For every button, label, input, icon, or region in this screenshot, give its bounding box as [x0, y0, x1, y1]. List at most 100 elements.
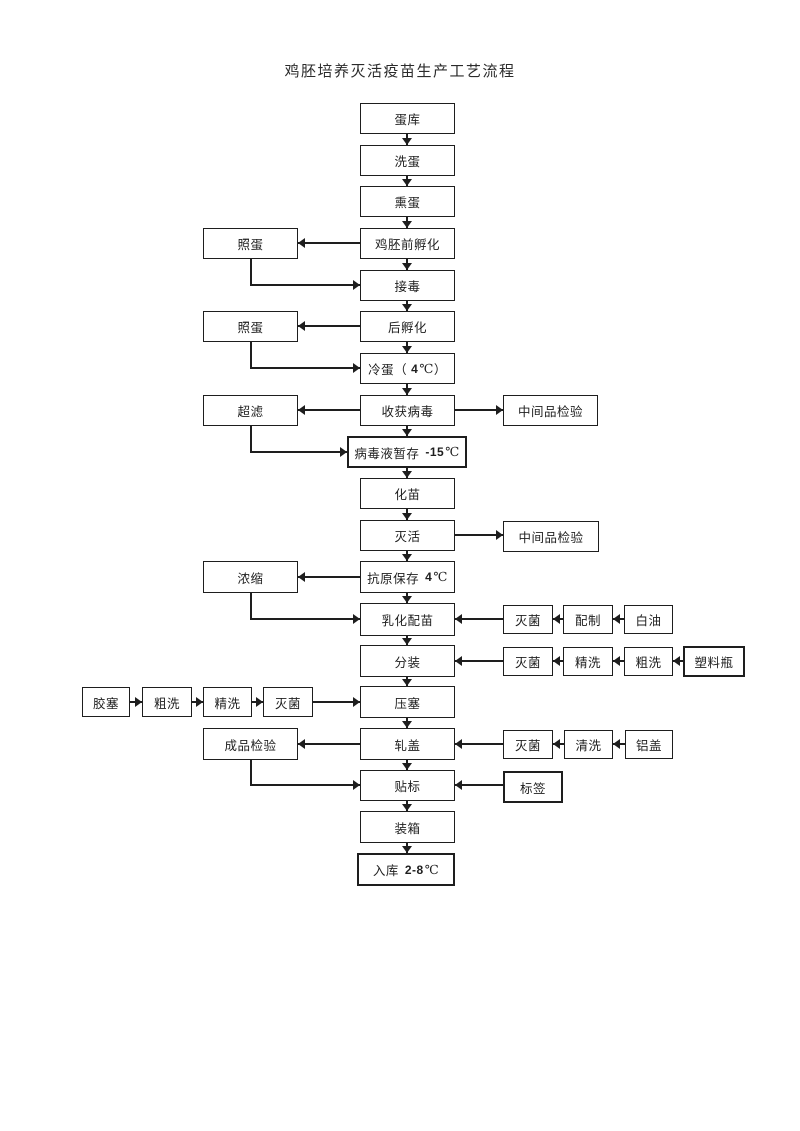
flow-arrow-down	[402, 176, 412, 186]
flow-arrow-down	[402, 801, 412, 811]
node-fine-wash-bottle: 精洗	[563, 647, 613, 676]
flow-arrow-left	[455, 614, 503, 624]
flow-arrow-down	[402, 718, 412, 728]
node-final-inspection: 成品检验	[203, 728, 298, 760]
node-egg-cooling: 冷蛋（4℃）	[360, 353, 455, 384]
node-white-oil: 白油	[624, 605, 673, 634]
flow-arrow-left	[613, 614, 624, 624]
flow-arrow-down	[402, 384, 412, 395]
flow-arrow-right	[250, 363, 360, 373]
flow-arrow-left	[455, 780, 503, 790]
label-unit: ℃	[424, 862, 440, 877]
label-number: 4	[411, 361, 419, 376]
node-inactivation: 灭活	[360, 520, 455, 551]
flow-arrow-down	[402, 551, 412, 561]
flow-arrow-down	[402, 134, 412, 145]
node-virus-harvest: 收获病毒	[360, 395, 455, 426]
node-inoculation: 接毒	[360, 270, 455, 301]
node-emulsification: 乳化配苗	[360, 603, 455, 636]
label-number: 4	[425, 570, 433, 584]
flow-arrow-right	[455, 530, 503, 540]
flow-arrow-left	[298, 238, 360, 248]
connector-segment	[250, 342, 252, 369]
flow-arrow-down	[402, 468, 412, 478]
node-plastic-bottle: 塑料瓶	[683, 646, 745, 677]
flow-arrow-left	[298, 405, 360, 415]
flow-arrow-left	[298, 572, 360, 582]
flow-arrow-left	[613, 656, 624, 666]
flow-arrow-down	[402, 509, 412, 520]
node-boxing: 装箱	[360, 811, 455, 843]
node-virus-storage: 病毒液暂存-15℃	[347, 436, 467, 468]
node-pre-incubation: 鸡胚前孵化	[360, 228, 455, 259]
node-thawing: 化苗	[360, 478, 455, 509]
diagram-title: 鸡胚培养灭活疫苗生产工艺流程	[284, 64, 516, 80]
node-cap-cleaning: 清洗	[564, 730, 613, 759]
connector-segment	[250, 259, 252, 286]
node-stopper-pressing: 压塞	[360, 686, 455, 718]
label-text: ）	[433, 363, 447, 377]
label-text: 抗原保存	[367, 571, 420, 586]
flow-arrow-left	[673, 656, 683, 666]
node-rubber-stopper: 胶塞	[82, 687, 130, 717]
connector-segment	[250, 760, 252, 786]
flow-arrow-left	[455, 656, 503, 666]
label-unit: ℃	[433, 570, 448, 584]
node-warehousing: 入库 2-8℃	[357, 853, 455, 886]
flow-arrow-down	[402, 259, 412, 270]
node-intermediate-inspection-2: 中间品检验	[503, 521, 599, 552]
node-fine-wash-stopper: 精洗	[203, 687, 252, 717]
node-sterilization-cap: 灭菌	[503, 730, 553, 759]
node-candling-2: 照蛋	[203, 311, 298, 342]
node-label-tag: 标签	[503, 771, 563, 803]
node-post-incubation: 后孵化	[360, 311, 455, 342]
node-intermediate-inspection-1: 中间品检验	[503, 395, 598, 426]
flow-arrow-down	[402, 342, 412, 353]
flow-arrow-left	[455, 739, 503, 749]
flow-arrow-right	[250, 447, 347, 457]
flow-arrow-left	[298, 739, 360, 749]
flow-arrow-right	[192, 697, 203, 707]
node-rough-wash-stopper: 粗洗	[142, 687, 192, 717]
node-filling: 分装	[360, 645, 455, 677]
node-egg-washing: 洗蛋	[360, 145, 455, 176]
flow-arrow-left	[298, 321, 360, 331]
label-text: 病毒液暂存	[354, 446, 420, 461]
flow-arrow-right	[252, 697, 263, 707]
flow-arrow-down	[402, 217, 412, 228]
connector-segment	[250, 426, 252, 453]
node-ultrafiltration: 超滤	[203, 395, 298, 426]
flow-arrow-right	[313, 697, 360, 707]
node-aluminum-cap: 铝盖	[625, 730, 673, 759]
flow-arrow-right	[250, 614, 360, 624]
flow-arrow-down	[402, 843, 412, 853]
connector-segment	[250, 593, 252, 620]
label-unit: ℃	[419, 361, 434, 376]
label-number: -15	[425, 445, 445, 459]
label-text: 冷蛋（	[368, 363, 408, 377]
flow-arrow-down	[402, 636, 412, 645]
node-egg-fumigation: 熏蛋	[360, 186, 455, 217]
flow-arrow-right	[455, 405, 503, 415]
node-sterilization-bottle: 灭菌	[503, 647, 553, 676]
node-antigen-storage: 抗原保存 4℃	[360, 561, 455, 593]
node-sterilization-stopper: 灭菌	[263, 687, 313, 717]
flow-arrow-down	[402, 760, 412, 770]
flow-arrow-right	[250, 780, 360, 790]
flow-arrow-down	[402, 426, 412, 436]
node-egg-storage: 蛋库	[360, 103, 455, 134]
node-sterilization-oil: 灭菌	[503, 605, 553, 634]
label-number: 2-8	[404, 862, 424, 877]
flow-arrow-left	[553, 739, 564, 749]
flow-arrow-right	[250, 280, 360, 290]
node-candling-1: 照蛋	[203, 228, 298, 259]
flow-arrow-down	[402, 677, 412, 686]
flow-arrow-left	[553, 614, 563, 624]
label-text: 入库	[372, 864, 399, 878]
node-labeling: 贴标	[360, 770, 455, 801]
node-rough-wash-bottle: 粗洗	[624, 647, 673, 676]
flow-arrow-right	[130, 697, 142, 707]
flow-arrow-down	[402, 301, 412, 311]
flow-arrow-left	[553, 656, 563, 666]
